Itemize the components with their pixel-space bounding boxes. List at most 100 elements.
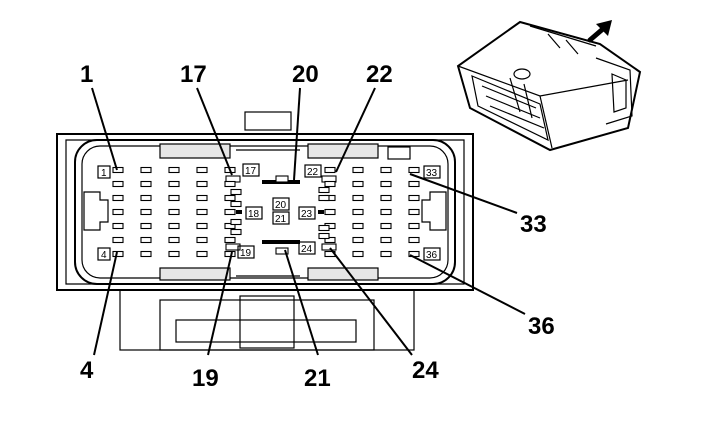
pin-4-label: 4 [101,250,107,261]
pin-hole [224,236,236,244]
pin-hole [408,208,420,216]
callout-33: 33 [520,211,547,238]
pin-24-box [298,241,316,255]
pin-hole [112,236,124,244]
main-face-inner [81,145,449,279]
pin-hole [380,222,392,230]
pin-17-box [242,163,260,177]
pin-19-hole [225,243,241,251]
pin-hole [324,236,336,244]
pin-hole [196,194,208,202]
pin-hole [352,166,364,174]
pin-hole [380,236,392,244]
pin-hole [352,208,364,216]
pin-hole [408,222,420,230]
pin-hole [196,222,208,230]
iso-rib-3 [489,105,545,129]
pin-hole [112,250,124,258]
pin-17-label: 17 [245,166,257,177]
pin-19-box [237,245,255,259]
center-mark-left [236,210,242,214]
iso-back-ribs [547,33,579,55]
pin-hole [380,250,392,258]
pin-hole [230,200,242,208]
leader-21 [284,249,319,356]
iso-front-edge [539,95,553,149]
pin-grid [112,166,420,258]
pin-hole [196,250,208,258]
pin-24-label: 24 [301,244,313,255]
outer-shell-inner [65,139,465,285]
pin-hole [380,180,392,188]
center-bar-bottom [262,240,300,244]
bottom-slot-right [307,267,379,281]
top-tab [244,111,292,131]
pin-4-box [97,247,111,261]
latch-slot [175,319,357,343]
pin-hole [168,236,180,244]
pin-36-box [423,247,441,261]
pin-hole [140,208,152,216]
pin-20-hole [275,175,289,183]
pin-hole [230,218,242,226]
callout-21: 21 [304,365,331,392]
leader-lines [91,87,526,356]
pin-hole [380,166,392,174]
left-side-latch [83,191,109,231]
iso-div-1 [509,77,521,113]
pin-hole [318,232,330,240]
pin-hole [112,180,124,188]
pin-20-box [272,197,290,211]
pin-hole [168,250,180,258]
leader-4 [93,251,118,356]
pin-hole [112,222,124,230]
pin-hole [408,194,420,202]
callout-22: 22 [366,61,393,88]
callout-17: 17 [180,61,207,88]
pin-hole [168,208,180,216]
pin-20-label: 20 [275,200,287,211]
pin-hole [224,180,236,188]
pin-hole [196,236,208,244]
pin-hole [352,222,364,230]
leader-33 [409,173,518,214]
iso-rib-1 [481,85,537,109]
pin-hole [140,180,152,188]
pin-hole [168,180,180,188]
pin-18-label: 18 [248,209,260,220]
pin-hole [224,194,236,202]
pin-hole [196,166,208,174]
pin-hole [408,166,420,174]
callout-19: 19 [192,365,219,392]
pin-21-label: 21 [275,214,287,225]
pin-hole [230,188,242,196]
pin-hole [230,228,242,236]
pin-hole [140,194,152,202]
leader-1 [91,87,118,171]
leader-17 [196,87,233,176]
pin-hole [168,194,180,202]
pin-18-box [245,206,263,220]
callout-1: 1 [80,61,93,88]
lower-housing-inner [159,299,375,351]
pin-hole [324,166,336,174]
pin-hole [140,236,152,244]
bottom-slot-left [159,267,231,281]
pin-hole [318,186,330,194]
pin-hole [168,222,180,230]
leader-22 [335,87,376,173]
pin-hole [168,166,180,174]
iso-rib-2 [485,95,541,119]
leader-36 [409,254,526,315]
pin-hole [196,180,208,188]
callout-20: 20 [292,61,319,88]
pin-33-box [423,165,441,179]
pin-hole [224,250,236,258]
arrow-up-right-icon [587,20,612,43]
leader-19 [207,251,233,356]
pin-hole [224,222,236,230]
pin-hole [352,180,364,188]
pin-label-boxes: 1 4 17 18 19 20 21 22 23 24 33 36 [97,163,441,261]
pin-hole [324,180,336,188]
